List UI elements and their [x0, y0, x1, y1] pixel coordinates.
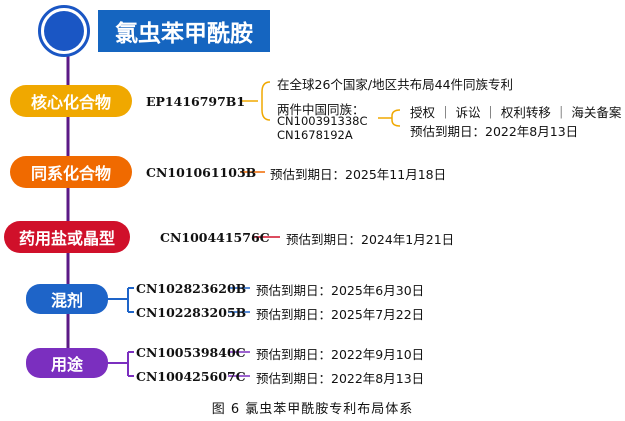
- china-family-label: 两件中国同族：: [277, 102, 365, 117]
- category-core-compound: 核心化合物: [10, 85, 132, 117]
- category-mixture: 混剂: [26, 284, 108, 314]
- patent-number: CN100425607C: [136, 369, 246, 384]
- china-family-number: CN1678192A: [277, 128, 353, 142]
- china-family-number: CN100391338C: [277, 114, 368, 128]
- expiry-date: 预估到期日：2025年6月30日: [256, 283, 425, 298]
- patent-number: CN102823620B: [136, 281, 247, 296]
- expiry-date: 预估到期日：2025年11月18日: [270, 167, 447, 182]
- expiry-date: 预估到期日：2024年1月21日: [286, 232, 455, 247]
- category-use: 用途: [26, 348, 108, 378]
- patent-number: CN102283205B: [136, 305, 247, 320]
- root-node-dot: [44, 11, 84, 51]
- patent-layout-diagram: 氯虫苯甲酰胺 核心化合物 同系化合物 药用盐或晶型 混剂 用途 EP141679…: [4, 5, 622, 386]
- expiry-date: 预估到期日：2022年8月13日: [256, 371, 425, 386]
- patent-number: CN100539840C: [136, 345, 246, 360]
- expiry-date: 预估到期日：2022年8月13日: [410, 124, 579, 139]
- patent-number: CN100441576C: [160, 230, 270, 245]
- expiry-date: 预估到期日：2022年9月10日: [256, 347, 425, 362]
- patent-number: CN101061103B: [146, 165, 257, 180]
- legal-statuses: 授权 ｜ 诉讼 ｜ 权利转移 ｜ 海关备案: [410, 105, 622, 120]
- diagram-title: 氯虫苯甲酰胺: [98, 10, 270, 52]
- branch-stubs: [108, 287, 134, 377]
- expiry-date: 预估到期日：2025年7月22日: [256, 307, 425, 322]
- category-analog-compound: 同系化合物: [10, 156, 132, 188]
- patent-number: EP1416797B1: [146, 94, 246, 109]
- family-note: 在全球26个国家/地区共布局44件同族专利: [277, 77, 514, 92]
- category-salt-crystal: 药用盐或晶型: [4, 221, 130, 253]
- figure-caption: 图 6 氯虫苯甲酰胺专利布局体系: [211, 402, 414, 417]
- core-bracket: [261, 81, 271, 121]
